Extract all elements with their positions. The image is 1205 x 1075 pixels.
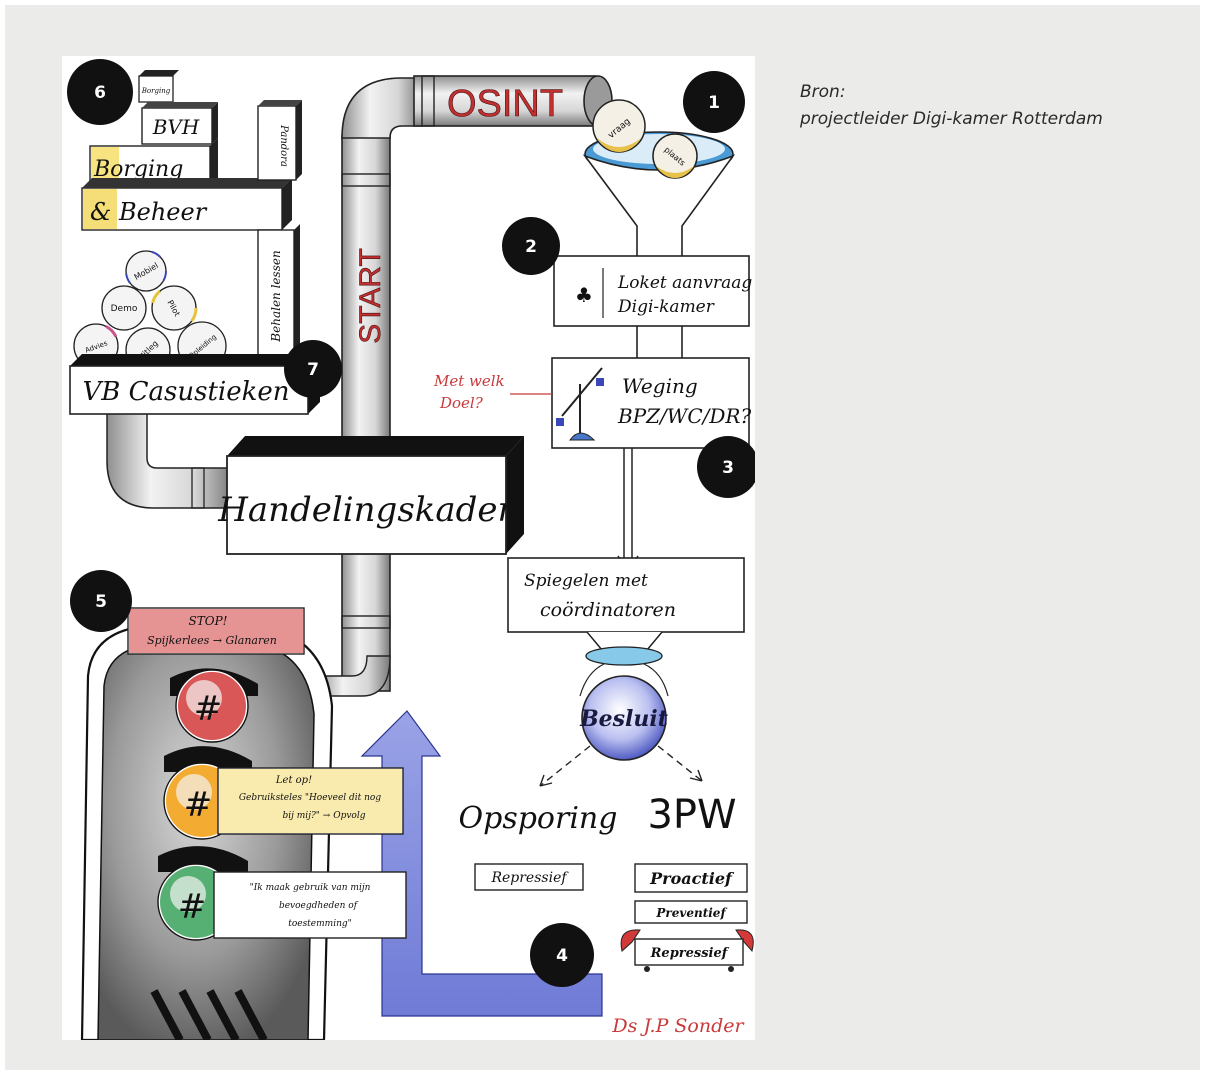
svg-text:"Ik maak gebruik van mijn: "Ik maak gebruik van mijn: [250, 883, 371, 893]
marker-5: 5: [70, 570, 132, 632]
loket-box: ♣ Loket aanvraag Digi-kamer: [553, 255, 752, 327]
spiegelen-line-2: coördinatoren: [540, 599, 676, 621]
svg-text:Pandora: Pandora: [278, 124, 289, 167]
marker-3: 3: [697, 436, 755, 498]
svg-text:Gebruiksteles "Hoeveel dit nog: Gebruiksteles "Hoeveel dit nog: [239, 793, 381, 803]
svg-text:Spijkerlees → Glanaren: Spijkerlees → Glanaren: [147, 634, 277, 647]
weging-arrow: [617, 448, 639, 572]
svg-text:toestemming": toestemming": [288, 919, 352, 929]
marker-7: 7: [284, 340, 342, 398]
let-op-note: Let op! Gebruiksteles "Hoeveel dit nog b…: [217, 767, 404, 835]
marker-2: 2: [502, 217, 560, 275]
besluit-arrows: [539, 745, 703, 787]
besluit-label: Besluit: [579, 706, 668, 732]
svg-text:2: 2: [525, 237, 537, 257]
svg-text:Borging: Borging: [141, 87, 171, 95]
osint-process-drawing: OSINT START vraag: [62, 56, 755, 1040]
weging-line-2: BPZ/WC/DR?: [617, 404, 751, 428]
repressief-right-box: Repressief: [620, 929, 754, 972]
source-label: Bron:: [800, 82, 846, 102]
svg-text:1: 1: [708, 93, 720, 113]
svg-text:bevoegdheden of: bevoegdheden of: [279, 901, 359, 911]
content-panel: OSINT START vraag: [5, 5, 1200, 1070]
marker-1: 1: [683, 71, 745, 133]
weging-box: Weging BPZ/WC/DR?: [551, 326, 751, 449]
svg-text:Borging: Borging: [93, 157, 183, 182]
svg-text:Preventief: Preventief: [655, 906, 727, 920]
funnel-ball-b: plaats: [652, 133, 698, 179]
go-note: "Ik maak gebruik van mijn bevoegdheden o…: [213, 871, 407, 939]
traffic-light: # # #: [80, 624, 334, 1040]
svg-text:Met welk: Met welk: [433, 372, 505, 390]
weging-line-1: Weging: [622, 374, 698, 398]
svg-text:Let op!: Let op!: [275, 775, 312, 786]
svg-text:Repressief: Repressief: [490, 870, 569, 886]
svg-text:4: 4: [556, 946, 568, 966]
marker-6: 6: [67, 59, 133, 125]
source-caption: Bron: projectleider Digi-kamer Rotterdam: [800, 79, 1200, 133]
osint-pipe: [413, 75, 613, 127]
spiegelen-box: Spiegelen met coördinatoren: [507, 557, 745, 666]
svg-text:Demo: Demo: [111, 304, 138, 314]
svg-text:bij mij?" → Opvolg: bij mij?" → Opvolg: [282, 811, 365, 821]
svg-text:Proactief: Proactief: [649, 869, 735, 888]
repressief-left-box: Repressief: [474, 863, 584, 891]
funnel-ball-a: vraag: [592, 99, 646, 153]
loket-icon: ♣: [575, 283, 593, 307]
stop-note: STOP! Spijkerlees → Glanaren: [127, 607, 305, 655]
svg-text:& Beheer: & Beheer: [90, 198, 208, 226]
vb-casustieken-box: VB Casustieken: [69, 354, 320, 415]
signature: Ds J.P Sonder: [611, 1015, 745, 1037]
spiegelen-line-1: Spiegelen met: [524, 571, 648, 591]
svg-text:Repressief: Repressief: [650, 946, 730, 961]
svg-text:7: 7: [307, 360, 319, 380]
orange-hash: #: [184, 785, 213, 825]
scale-icon: [556, 367, 604, 441]
3pw-label: 3PW: [647, 792, 736, 838]
loket-line-2: Digi-kamer: [617, 297, 715, 317]
svg-text:Doel?: Doel?: [439, 394, 484, 412]
red-hash: #: [194, 689, 223, 729]
svg-text:5: 5: [95, 592, 107, 612]
handelingskader-box: Handelingskader: [217, 436, 524, 555]
svg-text:3: 3: [722, 458, 734, 478]
met-welk-doel: Met welk Doel?: [433, 372, 552, 412]
start-label: START: [354, 248, 387, 344]
svg-text:Behalen lessen: Behalen lessen: [269, 250, 283, 342]
ball-pyramid: Mobiel Demo Pilot Advies Uitleg Opleidin…: [72, 250, 227, 373]
source-text: projectleider Digi-kamer Rotterdam: [800, 109, 1103, 129]
besluit-orb: Besluit: [579, 663, 669, 761]
loket-line-1: Loket aanvraag: [617, 273, 752, 293]
vb-casustieken-label: VB Casustieken: [82, 377, 289, 407]
green-hash: #: [178, 887, 207, 927]
proactief-box: Proactief: [634, 863, 748, 893]
svg-text:STOP!: STOP!: [189, 614, 228, 628]
preventief-box: Preventief: [634, 900, 748, 924]
opsporing-label: Opsporing: [459, 801, 618, 836]
svg-text:6: 6: [94, 83, 106, 103]
svg-text:BVH: BVH: [152, 115, 200, 139]
connector-pipe: [106, 410, 233, 509]
borging-stack: Borging BVH Borging & Beheer Pandora: [81, 70, 302, 361]
osint-label: OSINT: [447, 83, 563, 125]
handelingskader-label: Handelingskader: [217, 490, 515, 530]
marker-4: 4: [530, 923, 594, 987]
return-arrow: [360, 710, 603, 1017]
